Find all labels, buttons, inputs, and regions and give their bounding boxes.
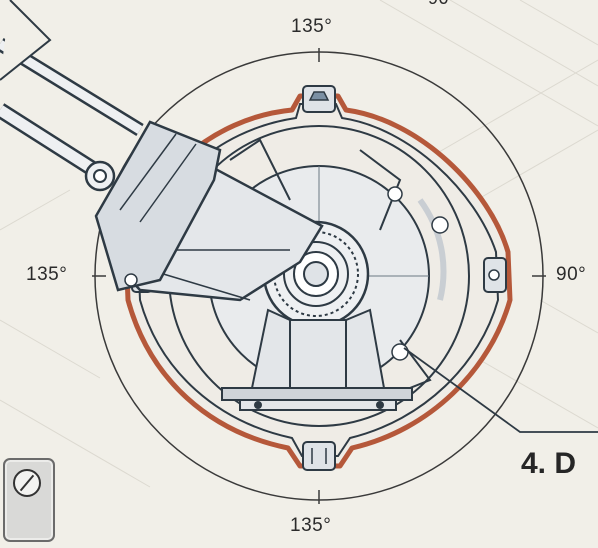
angle-label-right: 90° <box>556 264 587 285</box>
protractor-ring <box>92 48 546 504</box>
angle-label-bottom: 135° <box>290 515 332 536</box>
angle-label-top: 135° <box>291 16 333 37</box>
callout-heading: 4. D <box>521 447 577 480</box>
angle-label-top-clipped: 90 <box>428 0 449 9</box>
actuator-arm <box>0 0 324 302</box>
no-entry-icon[interactable] <box>13 469 41 497</box>
callout-leader-line <box>403 347 598 433</box>
background-grid <box>0 0 598 488</box>
angle-label-left: 135° <box>26 264 68 285</box>
support-bracket <box>221 308 413 411</box>
control-panel <box>3 458 55 542</box>
